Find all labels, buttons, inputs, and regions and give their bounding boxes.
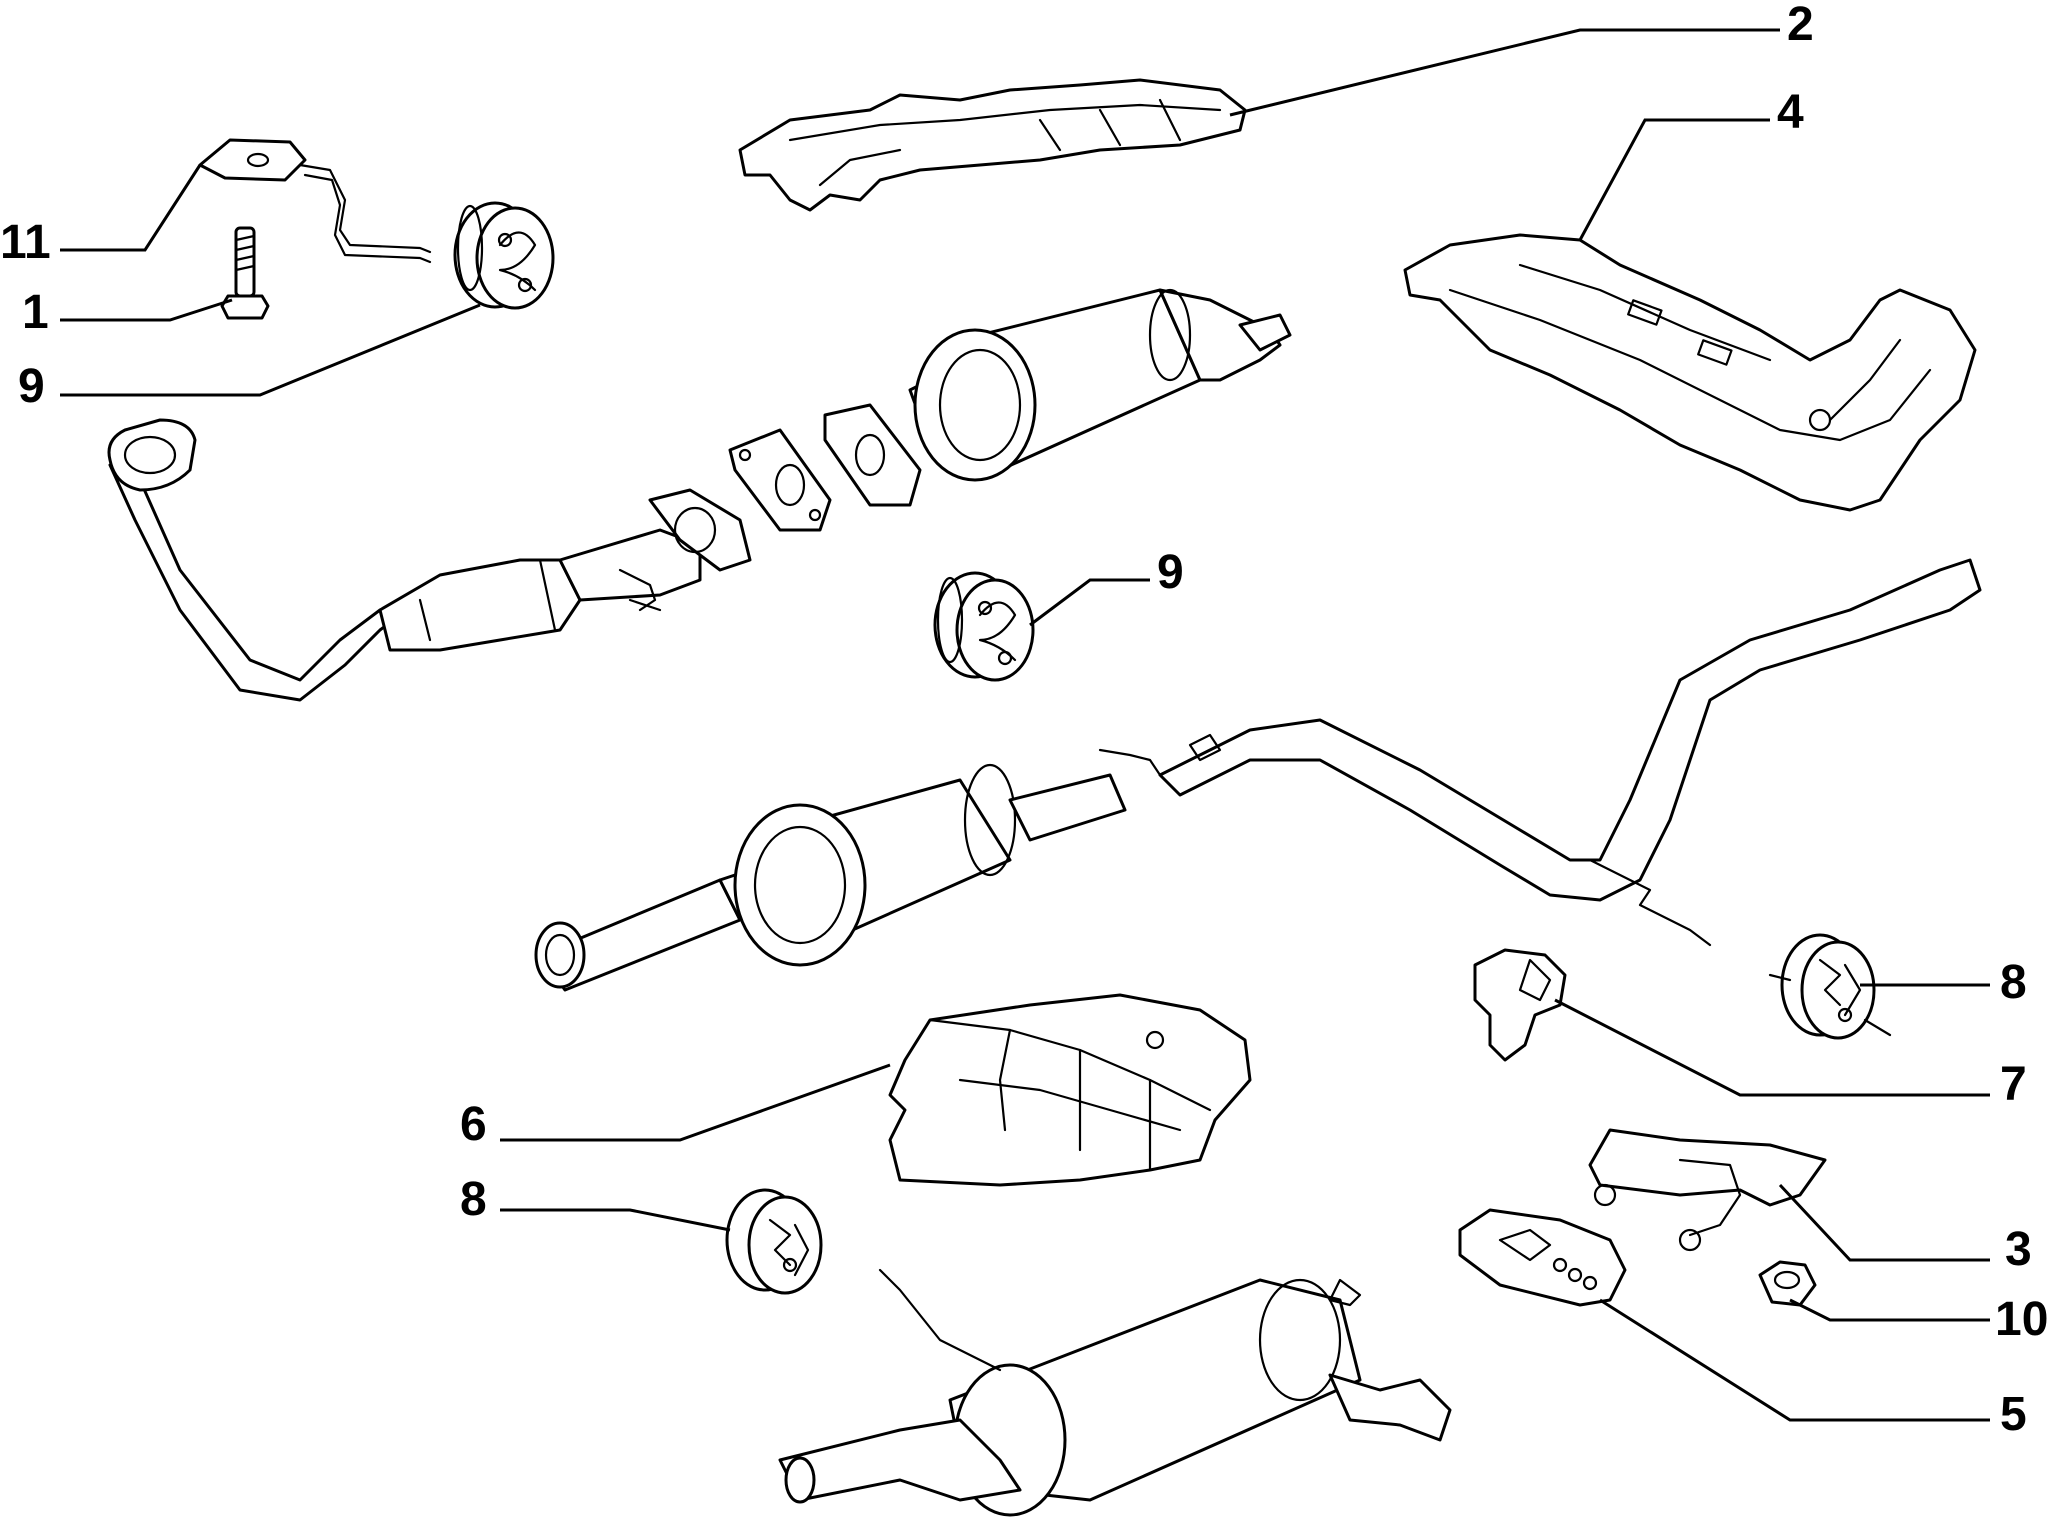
rear-silencer [778,1268,1452,1517]
callout-4: 4 [1777,86,1804,139]
callout-11: 11 [0,216,51,269]
callout-8a: 8 [2000,956,2027,1009]
leader-6 [500,1063,891,1142]
catalytic-converter [908,288,1292,482]
silencer-heat-shield [888,993,1252,1187]
callout-9a: 9 [18,360,45,413]
rubber-mount-middle [933,571,1035,682]
leader-7 [1554,998,1990,1097]
front-pipe [107,418,752,702]
rubber-mount-right [1768,933,1892,1040]
bolt [220,226,270,320]
rubber-bump-stop [1473,948,1567,1062]
leader-11 [60,164,202,252]
leader-5 [1599,1298,1990,1422]
nut [1758,1260,1817,1307]
callout-2: 2 [1787,0,1814,51]
leader-3 [1778,1183,1990,1262]
leader-lines [60,28,1990,1422]
callout-10: 10 [1995,1293,2048,1346]
leader-4 [1578,118,1770,241]
middle-silencer [534,558,1982,992]
callout-8b: 8 [460,1173,487,1226]
leader-1 [60,298,233,322]
callout-9b: 9 [1157,546,1184,599]
leader-2 [1229,28,1780,117]
gasket-2 [823,403,922,507]
rubber-hanger [1458,1208,1627,1307]
leader-9b [1029,578,1150,627]
rubber-mount-top [453,201,555,310]
heat-shield-upper [738,78,1247,212]
callout-1: 1 [22,286,49,339]
callout-labels: 2 4 11 1 9 9 8 7 6 8 3 10 5 [0,0,2048,1441]
callout-6: 6 [460,1098,487,1151]
rear-bracket [1588,1128,1827,1252]
rubber-mount-left [725,1188,823,1295]
heat-shield-main [1403,233,1977,512]
callout-3: 3 [2005,1223,2032,1276]
callout-5: 5 [2000,1388,2027,1441]
leader-9a [60,303,481,397]
leader-10 [1789,1298,1990,1322]
leader-8b [500,1208,731,1232]
gasket-1 [728,428,832,532]
callout-7: 7 [2000,1058,2027,1111]
hanger-bracket [198,138,432,264]
